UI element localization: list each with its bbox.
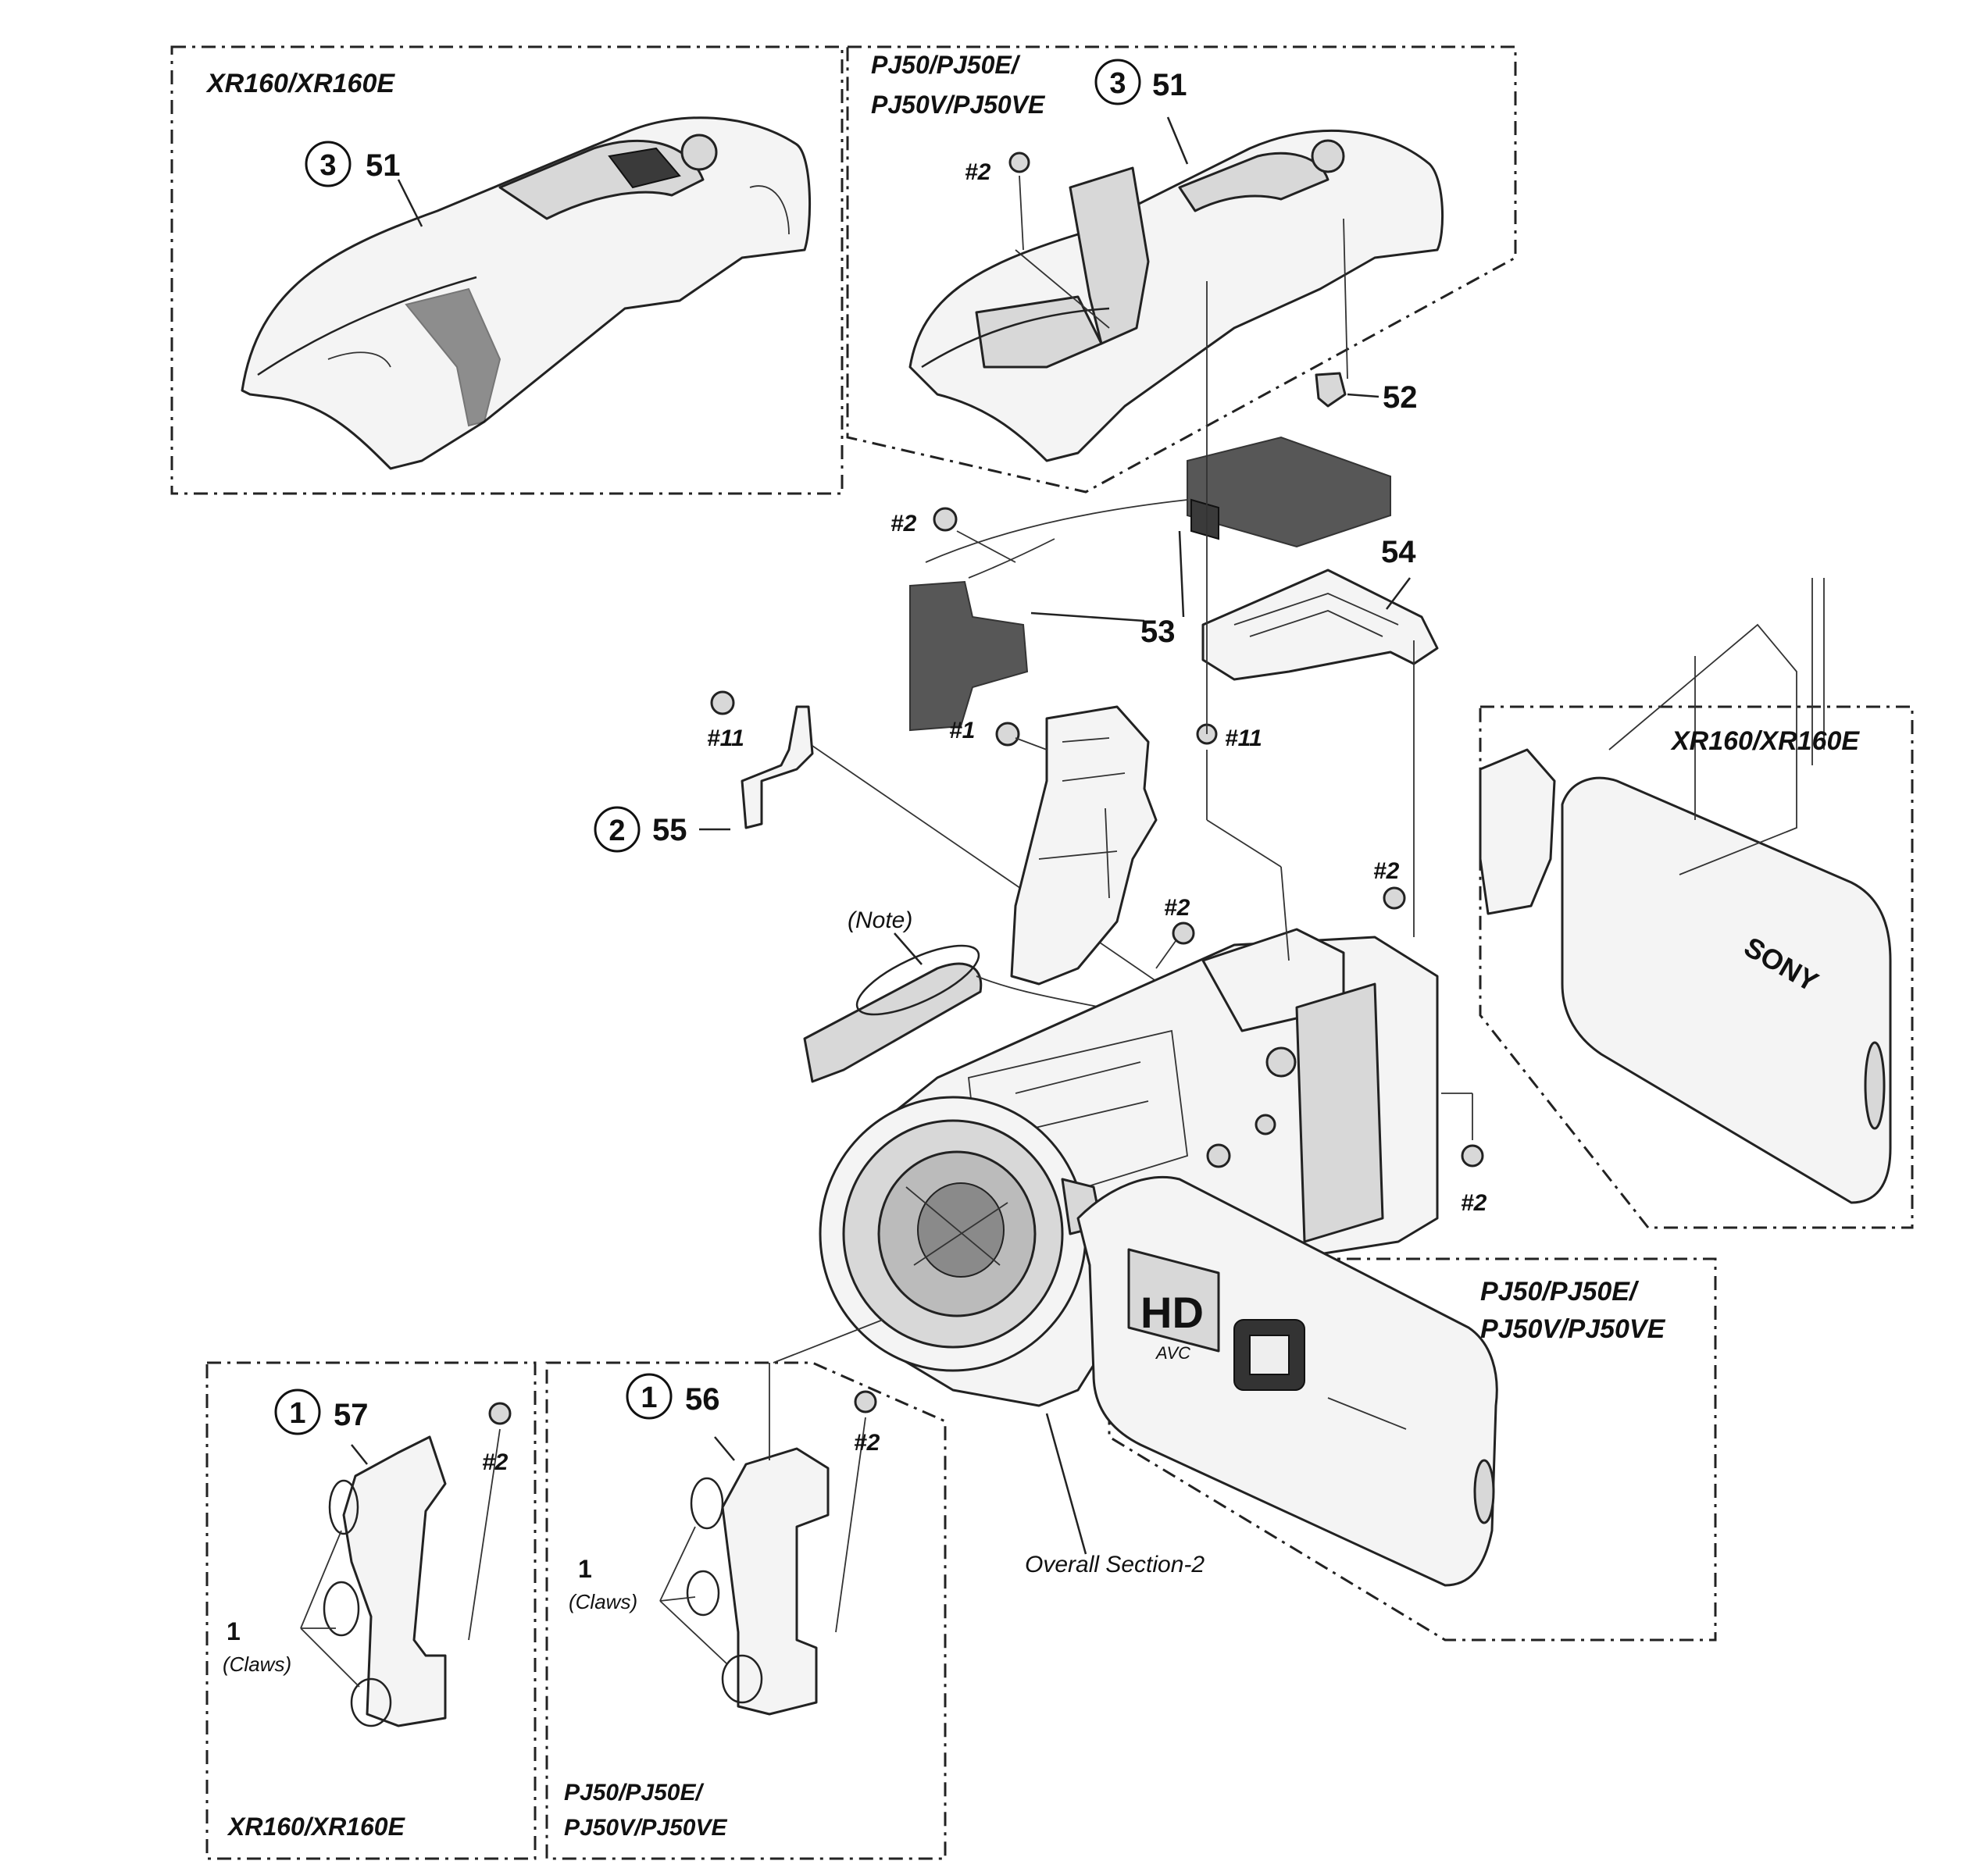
screw-label-1: #1 — [949, 718, 975, 743]
ref-54: 54 — [1381, 535, 1416, 569]
label-xr160-top: XR160/XR160E — [205, 69, 395, 98]
screw-icon — [488, 1402, 512, 1425]
screw-icon — [1172, 922, 1195, 945]
callout-1-xr: 1 — [274, 1389, 321, 1435]
label-pj50-grip-1: PJ50/PJ50E/ — [564, 1780, 704, 1806]
note-label: (Note) — [848, 907, 912, 933]
top-cover-xr160 — [241, 116, 812, 470]
screw-label-11: #11 — [1225, 725, 1262, 751]
leader-lines — [300, 116, 1473, 1688]
lcd-hd-logo: HD — [1140, 1288, 1204, 1337]
screw-icon — [1461, 1144, 1484, 1168]
screw-icon — [710, 690, 735, 715]
overall-section-label: Overall Section-2 — [1025, 1552, 1205, 1577]
box-top-cover-xr160 — [170, 45, 844, 495]
svg-text:3: 3 — [319, 149, 336, 182]
svg-text:1: 1 — [641, 1381, 657, 1414]
label-pj50-grip-2: PJ50V/PJ50VE — [564, 1815, 727, 1841]
screw-icons — [488, 152, 1484, 1425]
svg-text:3: 3 — [1109, 67, 1126, 100]
ref-52: 52 — [1383, 380, 1418, 415]
camera-body — [819, 928, 1439, 1407]
claws-label-xr: (Claws) — [223, 1652, 291, 1676]
ref-51-xr: 51 — [366, 148, 401, 183]
ref-53: 53 — [1140, 615, 1176, 649]
screw-label-2: #2 — [965, 159, 991, 185]
label-pj50-top-1: PJ50/PJ50E/ — [871, 51, 1021, 79]
box-top-cover-pj50 — [846, 45, 1517, 494]
part-52-bracket — [1315, 372, 1347, 408]
screw-icon — [1383, 886, 1406, 910]
screw-label-2: #2 — [1373, 858, 1400, 884]
screw-icon — [995, 722, 1020, 747]
lcd-panel-pj50: HD AVC — [1076, 1175, 1498, 1587]
lcd-panel-xr160: SONY — [1479, 623, 1892, 1204]
callout-3-pj: 3 — [1094, 59, 1141, 105]
part-54-plate — [1201, 569, 1439, 681]
grip-cover-56 — [686, 1447, 830, 1716]
callout-2: 2 — [594, 806, 641, 853]
label-xr160-grip: XR160/XR160E — [227, 1813, 406, 1841]
part-53-boards — [909, 436, 1391, 732]
ref-57: 57 — [334, 1398, 369, 1432]
top-cover-pj50 — [908, 129, 1444, 462]
grip-cover-57 — [323, 1435, 447, 1727]
ref-55: 55 — [652, 813, 687, 847]
svg-text:2: 2 — [609, 815, 625, 847]
box-lcd-pj50 — [1108, 1257, 1717, 1642]
svg-text:1: 1 — [289, 1397, 305, 1430]
screw-label-2: #2 — [482, 1449, 509, 1475]
lcd-avc-logo: AVC — [1155, 1343, 1190, 1363]
screw-icon — [933, 507, 958, 532]
screw-label-11: #11 — [707, 725, 744, 751]
box-lcd-xr160 — [1479, 705, 1914, 1229]
part-55-bracket — [741, 705, 814, 829]
screw-label-2: #2 — [890, 511, 917, 537]
flex-cable — [803, 944, 1102, 1083]
claws-count-pj: 1 — [578, 1555, 592, 1583]
label-pj50-lcd-2: PJ50V/PJ50VE — [1480, 1314, 1666, 1344]
claws-label-pj: (Claws) — [569, 1590, 637, 1613]
label-pj50-top-2: PJ50V/PJ50VE — [871, 91, 1046, 119]
callout-3-xr: 3 — [305, 141, 352, 187]
ref-51-pj: 51 — [1152, 68, 1187, 102]
callout-1-pj: 1 — [626, 1373, 673, 1420]
label-pj50-lcd-1: PJ50/PJ50E/ — [1480, 1277, 1640, 1307]
screw-label-2: #2 — [1164, 895, 1190, 921]
claws-count-xr: 1 — [227, 1617, 241, 1645]
ref-56: 56 — [685, 1382, 720, 1417]
label-xr160-lcd: XR160/XR160E — [1670, 726, 1860, 756]
internal-frame — [1010, 705, 1158, 986]
box-grip-pj50 — [545, 1361, 947, 1860]
screw-label-2: #2 — [854, 1430, 880, 1456]
screw-icon — [1008, 152, 1030, 173]
screw-label-2: #2 — [1461, 1190, 1487, 1216]
screw-icon — [854, 1390, 877, 1413]
box-grip-xr160 — [205, 1361, 537, 1860]
